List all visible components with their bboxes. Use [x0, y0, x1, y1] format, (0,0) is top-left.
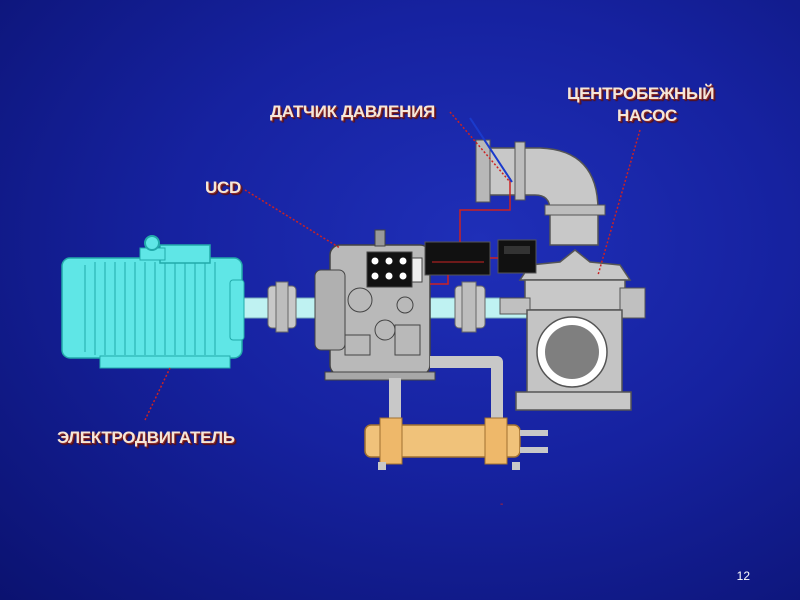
svg-text:-: -: [500, 499, 503, 510]
leader-pressure-sensor: [449, 111, 511, 183]
label-ucd: UCD: [205, 178, 241, 197]
leader-ucd: [244, 189, 341, 249]
ucd-unit: [314, 229, 436, 381]
leader-motor: [144, 367, 171, 421]
leader-lines: [144, 111, 641, 421]
sensor-probe: [469, 117, 513, 183]
sensor-electronics: [424, 178, 537, 285]
coupling-left: [267, 281, 297, 333]
page-number: 12: [736, 569, 750, 583]
label-pressure-sensor: ДАТЧИК ДАВЛЕНИЯ: [270, 102, 435, 121]
label-pump-line2: НАСОС: [617, 106, 677, 125]
label-pump-line1: ЦЕНТРОБЕЖНЫЙ: [567, 84, 715, 103]
heat-exchanger: [364, 356, 548, 470]
leader-pump: [597, 129, 641, 276]
label-motor: ЭЛЕКТРОДВИГАТЕЛЬ: [57, 428, 235, 447]
electric-motor: [61, 235, 245, 369]
coupling-right: [454, 281, 486, 333]
centrifugal-pump: [475, 139, 646, 411]
